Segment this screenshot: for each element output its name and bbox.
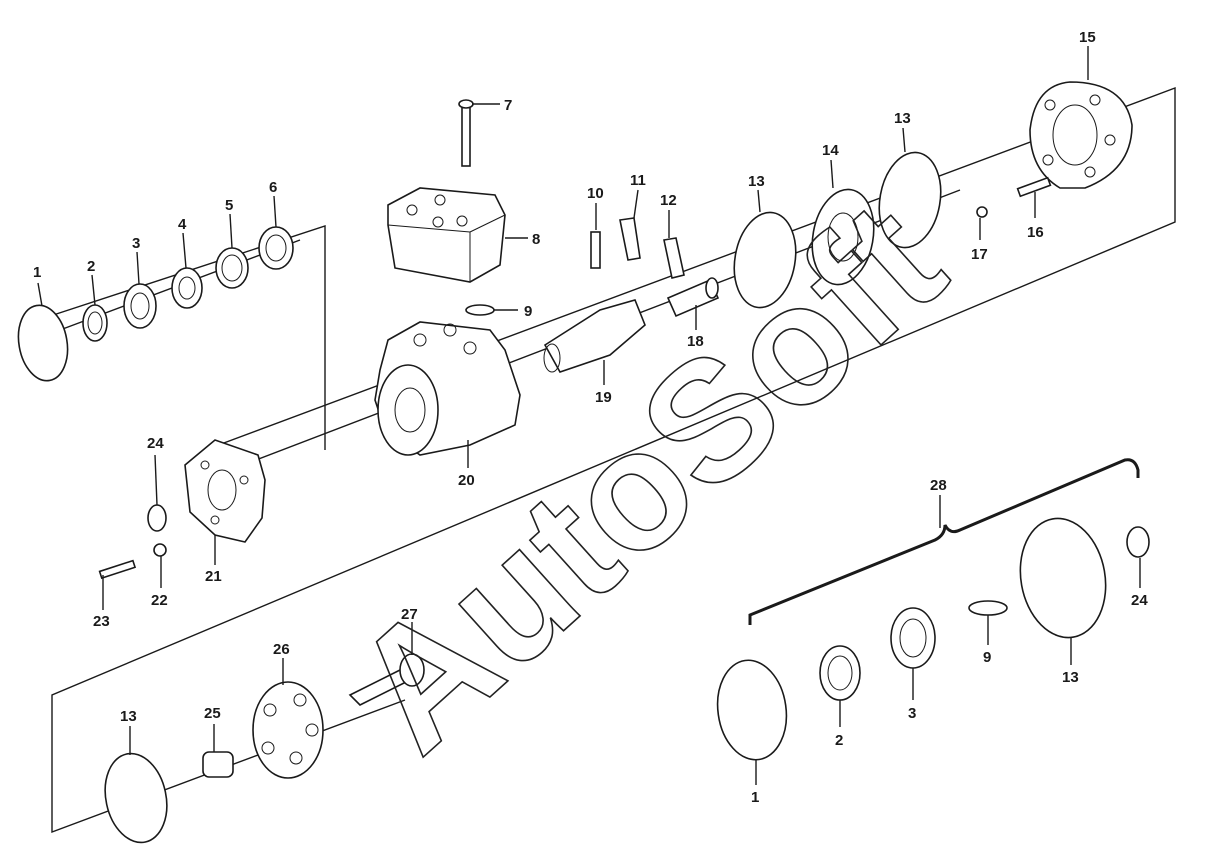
pin-16 — [1016, 176, 1052, 198]
seal-6 — [258, 226, 294, 270]
kit-callout-9: 9 — [983, 649, 991, 666]
seal-stack — [17, 226, 294, 382]
kit-o-ring-1 — [716, 659, 788, 761]
callout-27: 27 — [401, 606, 418, 623]
kit-callout-2: 2 — [835, 732, 843, 749]
bushing-25 — [202, 751, 234, 778]
callout-5: 5 — [225, 197, 233, 214]
callout-22: 22 — [151, 592, 168, 609]
washer-22 — [153, 543, 167, 557]
callout-21: 21 — [205, 568, 222, 585]
end-plate — [98, 439, 266, 580]
callout-6: 6 — [269, 179, 277, 196]
callout-3: 3 — [132, 235, 140, 252]
callout-18: 18 — [687, 333, 704, 350]
screw-7 — [461, 105, 471, 167]
gerotor-15 — [1029, 81, 1133, 189]
callout-13b: 13 — [894, 110, 911, 127]
block-8 — [387, 187, 506, 283]
o-ring-1 — [17, 304, 69, 382]
callout-25: 25 — [204, 705, 221, 722]
bottom-group — [104, 653, 425, 844]
disc-26 — [252, 681, 324, 779]
callout-28: 28 — [930, 477, 947, 494]
callout-10: 10 — [587, 185, 604, 202]
callout-11: 11 — [630, 172, 646, 189]
callout-4: 4 — [178, 216, 187, 233]
screw-23 — [98, 559, 137, 580]
callout-1: 1 — [33, 264, 41, 281]
kit-washer-2 — [819, 645, 861, 701]
seal-4 — [171, 267, 203, 309]
seal-3 — [123, 283, 157, 329]
plate-21 — [184, 439, 266, 543]
callout-2: 2 — [87, 258, 95, 275]
kit-callout-24: 24 — [1131, 592, 1148, 609]
gerotor-group — [733, 81, 1133, 309]
callout-12: 12 — [660, 192, 677, 209]
washer-2 — [82, 304, 108, 342]
callout-7: 7 — [504, 97, 512, 114]
callout-13a: 13 — [748, 173, 765, 190]
o-ring-9 — [465, 304, 495, 316]
callout-9: 9 — [524, 303, 532, 320]
kit-callout-3: 3 — [908, 705, 916, 722]
kit-seal-3 — [890, 607, 936, 669]
kit-o-ring-9 — [968, 600, 1008, 616]
housing-20 — [374, 321, 521, 456]
callout-17: 17 — [971, 246, 988, 263]
kit-callout-1: 1 — [751, 789, 759, 806]
kit-o-ring-24 — [1126, 526, 1150, 558]
spring-11 — [619, 217, 641, 261]
spool-assembly — [543, 217, 720, 373]
o-ring-24 — [147, 504, 167, 532]
bearing-5 — [215, 247, 249, 289]
kit-o-ring-13 — [1019, 517, 1107, 639]
ball-17 — [976, 206, 988, 218]
o-ring-13c — [104, 752, 168, 844]
callout-19: 19 — [595, 389, 612, 406]
seal-kit-28 — [716, 458, 1150, 761]
spring-12 — [663, 237, 685, 279]
callout-8: 8 — [532, 231, 540, 248]
callout-16: 16 — [1027, 224, 1044, 241]
plate-14 — [811, 188, 875, 286]
callout-13c: 13 — [120, 708, 137, 725]
callout-14: 14 — [822, 142, 839, 159]
valve-block — [387, 99, 506, 316]
callout-26: 26 — [273, 641, 290, 658]
callout-15: 15 — [1079, 29, 1096, 46]
callout-labels: 1 2 3 4 5 6 7 8 9 10 11 12 13 14 13 15 1… — [33, 29, 1148, 806]
pin-10 — [590, 231, 601, 269]
o-ring-13b — [878, 151, 942, 249]
spool-19 — [543, 299, 646, 373]
leader-lines — [37, 46, 1141, 785]
callout-24: 24 — [147, 435, 164, 452]
callout-20: 20 — [458, 472, 475, 489]
kit-callout-13: 13 — [1062, 669, 1079, 686]
callout-23: 23 — [93, 613, 110, 630]
o-ring-13a — [733, 211, 797, 309]
